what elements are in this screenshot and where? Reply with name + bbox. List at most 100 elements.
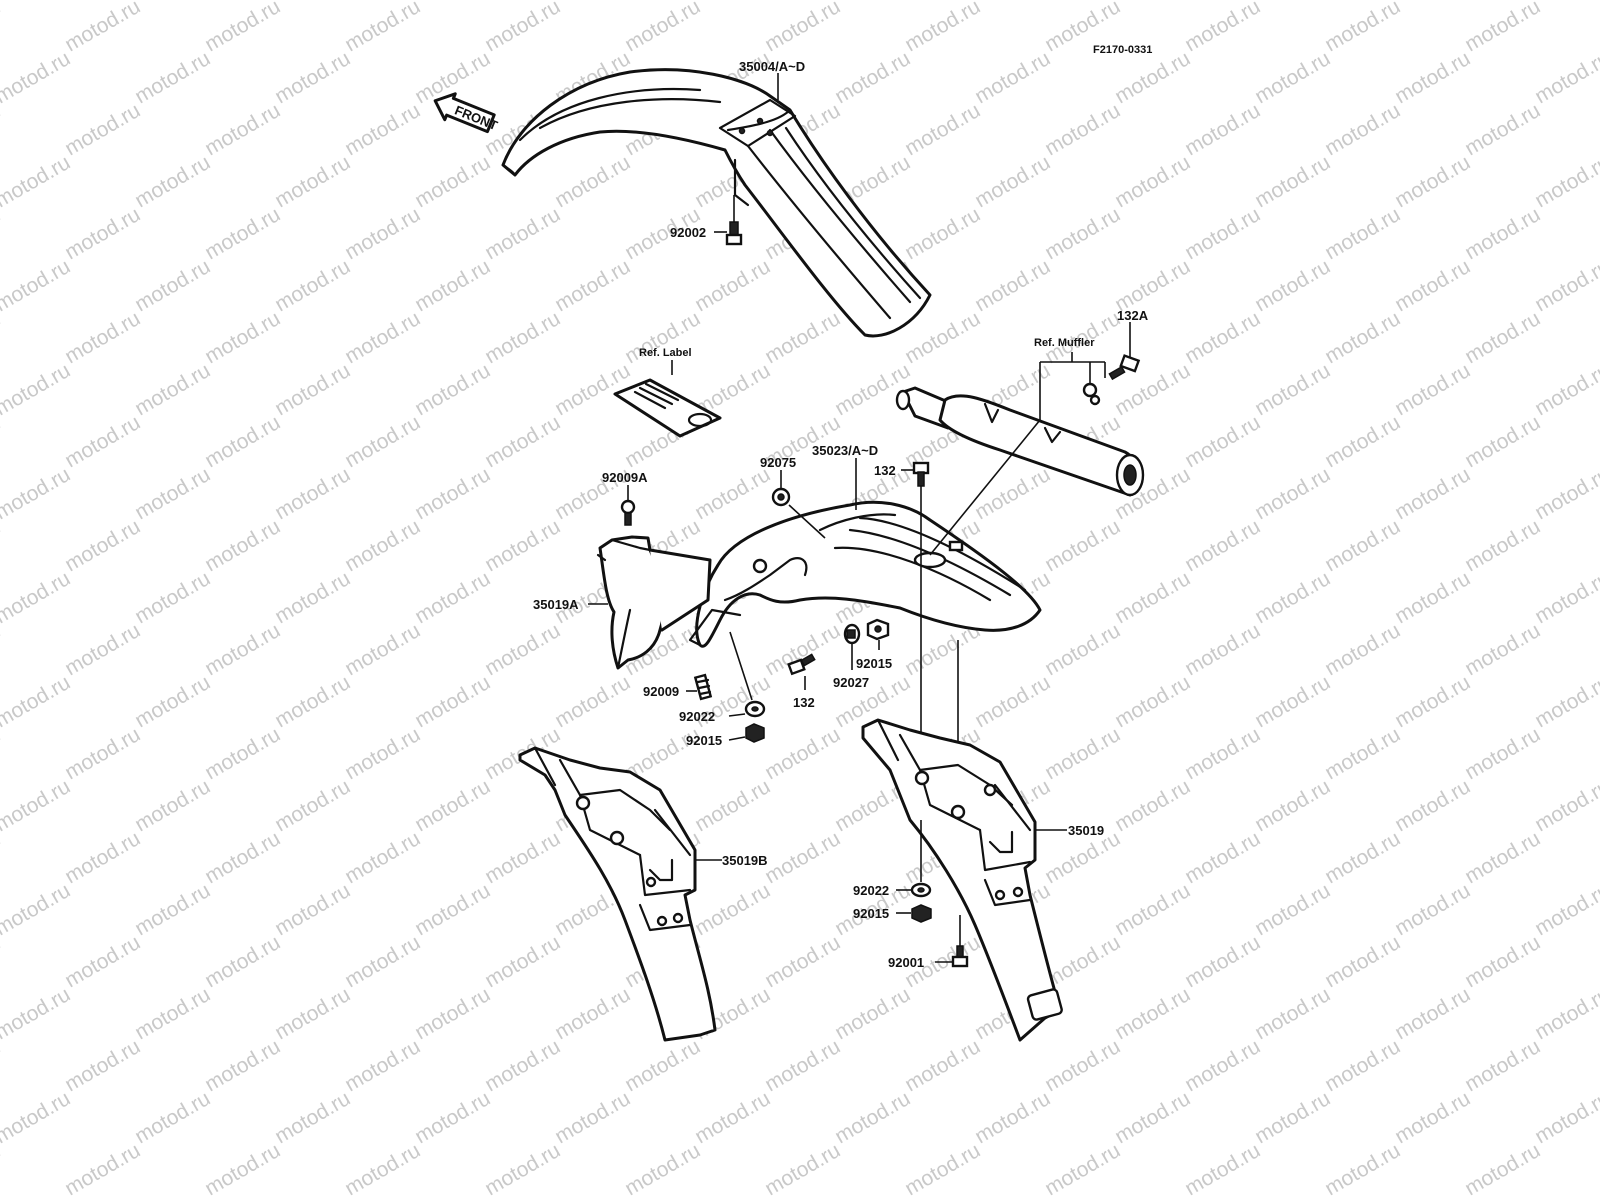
inner-flap-35019a: 35019A xyxy=(533,535,712,670)
callout-35019a: 35019A xyxy=(533,597,579,612)
watermark-text: motod.ru xyxy=(1251,671,1334,732)
watermark-text: motod.ru xyxy=(271,567,354,628)
watermark-text: motod.ru xyxy=(411,1087,494,1148)
watermark-text: motod.ru xyxy=(61,931,144,992)
watermark-text: motod.ru xyxy=(411,151,494,212)
watermark-text: motod.ru xyxy=(901,203,984,264)
watermark-text: motod.ru xyxy=(0,983,74,1044)
watermark-text: motod.ru xyxy=(411,359,494,420)
watermark-text: motod.ru xyxy=(1321,307,1404,368)
watermark-text: motod.ru xyxy=(481,827,564,888)
watermark-text: motod.ru xyxy=(831,983,914,1044)
washer-92022-left: 92022 xyxy=(679,700,766,724)
watermark-text: motod.ru xyxy=(411,983,494,1044)
watermark-text: motod.ru xyxy=(1461,515,1544,576)
watermark-text: motod.ru xyxy=(271,359,354,420)
watermark-text: motod.ru xyxy=(551,1087,634,1148)
callout-92015-left: 92015 xyxy=(686,733,722,748)
watermark-text: motod.ru xyxy=(1391,671,1474,732)
watermark-text: motod.ru xyxy=(201,515,284,576)
watermark-text: motod.ru xyxy=(131,1087,214,1148)
watermark-text: motod.ru xyxy=(201,723,284,784)
watermark-text: motod.ru xyxy=(551,671,634,732)
watermark-text: motod.ru xyxy=(1251,1087,1334,1148)
watermark-text: motod.ru xyxy=(61,619,144,680)
callout-92022-left: 92022 xyxy=(679,709,715,724)
watermark-text: motod.ru xyxy=(481,1139,564,1200)
watermark-text: motod.ru xyxy=(341,1035,424,1096)
watermark-text: motod.ru xyxy=(1181,1139,1264,1200)
watermark-text: motod.ru xyxy=(131,879,214,940)
watermark-text: motod.ru xyxy=(1321,411,1404,472)
watermark-text: motod.ru xyxy=(1321,619,1404,680)
watermark-text: motod.ru xyxy=(0,47,74,108)
watermark-text: motod.ru xyxy=(1111,1087,1194,1148)
watermark-text: motod.ru xyxy=(1251,983,1334,1044)
watermark-text: motod.ru xyxy=(131,47,214,108)
nut-92015-mid: 92015 xyxy=(856,618,892,671)
watermark-text: motod.ru xyxy=(0,359,74,420)
watermark-text: motod.ru xyxy=(1461,723,1544,784)
watermark-text: motod.ru xyxy=(341,203,424,264)
watermark-text: motod.ru xyxy=(1461,1035,1544,1096)
watermark-text: motod.ru xyxy=(201,827,284,888)
watermark-text: motod.ru xyxy=(691,775,774,836)
watermark-text: motod.ru xyxy=(61,515,144,576)
watermark-text: motod.ru xyxy=(831,47,914,108)
watermark-text: motod.ru xyxy=(1461,931,1544,992)
watermark-text: motod.ru xyxy=(1181,0,1264,56)
watermark-text: motod.ru xyxy=(0,255,74,316)
watermark-text: motod.ru xyxy=(1251,879,1334,940)
watermark-text: motod.ru xyxy=(1531,47,1600,108)
watermark-text: motod.ru xyxy=(411,567,494,628)
watermark-text: motod.ru xyxy=(1181,307,1264,368)
watermark-text: motod.ru xyxy=(411,671,494,732)
watermark-text: motod.ru xyxy=(901,1035,984,1096)
watermark-text: motod.ru xyxy=(271,1087,354,1148)
watermark-text: motod.ru xyxy=(691,879,774,940)
callout-132-top: 132 xyxy=(874,463,896,478)
watermark-text: motod.ru xyxy=(621,1139,704,1200)
watermark-text: motod.ru xyxy=(1321,827,1404,888)
washer-92022-right: 92022 xyxy=(853,820,932,898)
watermark-text: motod.ru xyxy=(341,931,424,992)
watermark-text: motod.ru xyxy=(201,931,284,992)
watermark-text: motod.ru xyxy=(0,463,74,524)
watermark-text: motod.ru xyxy=(1531,0,1600,4)
watermark-text: motod.ru xyxy=(1391,0,1474,4)
watermark-text: motod.ru xyxy=(1321,515,1404,576)
watermark-text: motod.ru xyxy=(271,151,354,212)
grommet-92027: 92027 xyxy=(833,623,869,690)
watermark-text: motod.ru xyxy=(341,1139,424,1200)
watermark-text: motod.ru xyxy=(1531,671,1600,732)
watermark-text: motod.ru xyxy=(691,0,774,4)
callout-92015-mid: 92015 xyxy=(856,656,892,671)
bolt-92009a: 92009A xyxy=(602,470,648,526)
watermark-text: motod.ru xyxy=(1391,879,1474,940)
callout-92001: 92001 xyxy=(888,955,924,970)
watermark-text: motod.ru xyxy=(551,151,634,212)
watermark-text: motod.ru xyxy=(1111,879,1194,940)
watermark-text: motod.ru xyxy=(271,983,354,1044)
front-fender xyxy=(501,68,932,338)
watermark-text: motod.ru xyxy=(481,931,564,992)
watermark-text: motod.ru xyxy=(0,775,74,836)
watermark-text: motod.ru xyxy=(201,619,284,680)
watermark-text: motod.ru xyxy=(271,255,354,316)
watermark-text: motod.ru xyxy=(621,307,704,368)
watermark-text: motod.ru xyxy=(1111,983,1194,1044)
watermark-text: motod.ru xyxy=(1041,723,1124,784)
watermark-text: motod.ru xyxy=(1461,0,1544,56)
watermark-text: motod.ru xyxy=(761,827,844,888)
watermark-text: motod.ru xyxy=(1251,567,1334,628)
watermark-text: motod.ru xyxy=(201,99,284,160)
watermark-text: motod.ru xyxy=(1111,671,1194,732)
watermark-text: motod.ru xyxy=(1111,567,1194,628)
bolt-132-bottom: 132 xyxy=(787,653,816,710)
callout-92027: 92027 xyxy=(833,675,869,690)
watermark-text: motod.ru xyxy=(1181,203,1264,264)
watermark-text: motod.ru xyxy=(481,515,564,576)
watermark-text: motod.ru xyxy=(551,359,634,420)
watermark-text: motod.ru xyxy=(201,203,284,264)
callout-132a: 132A xyxy=(1117,308,1149,323)
